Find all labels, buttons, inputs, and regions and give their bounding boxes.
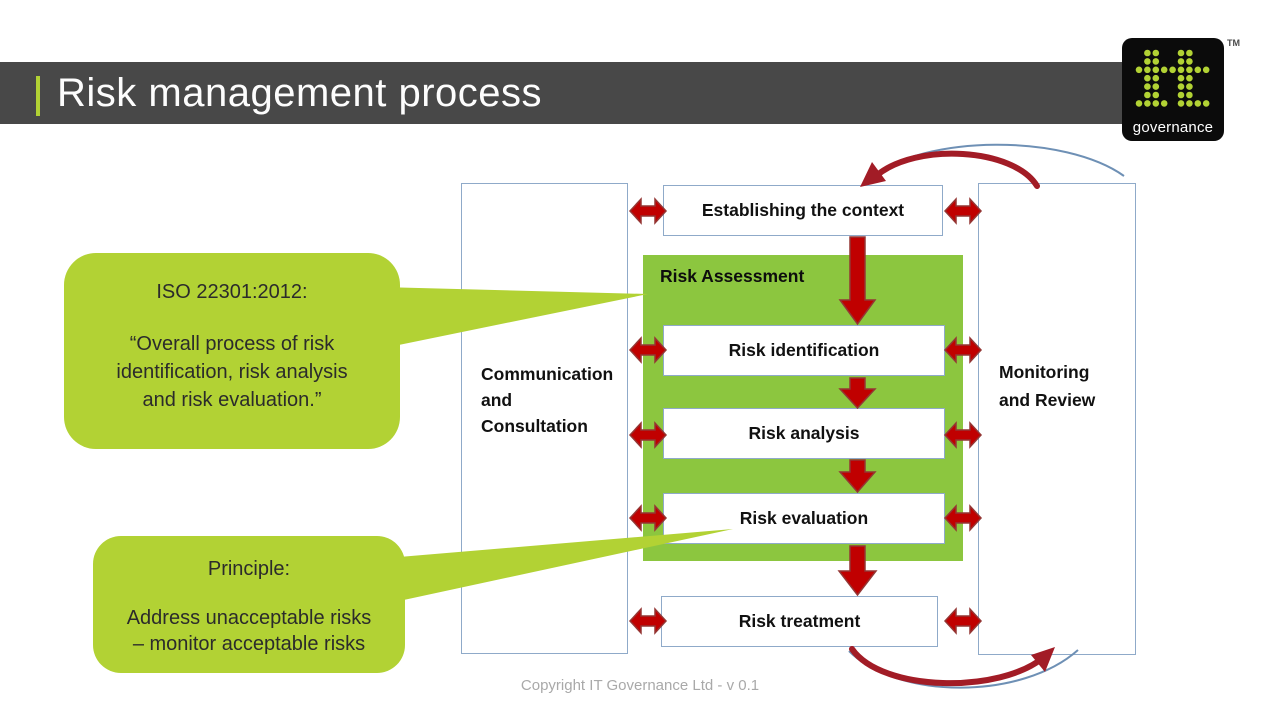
iso-callout-title: ISO 22301:2012: [156,281,308,303]
curved-arrow-icon [869,143,1125,179]
iso-callout: ISO 22301:2012: “Overall process of risk… [64,253,400,449]
communication-line: Communication [481,364,614,384]
risk-evaluation-label: Risk evaluation [739,508,869,528]
it-logo-dots-icon [1135,49,1210,107]
risk-evaluation-box: Risk evaluation [663,493,945,544]
curved-arrow-icon [873,150,1040,189]
principle-callout-title: Principle: [207,558,291,580]
principle-callout-line: – monitor acceptable risks [132,633,366,655]
communication-consultation-label: Communication and Consultation [481,361,613,439]
risk-analysis-label: Risk analysis [748,423,860,443]
trademark-symbol: TM [1227,38,1240,48]
monitoring-line: Monitoring [999,362,1090,382]
it-governance-logo: governance [1122,38,1224,141]
risk-assessment-label: Risk Assessment [660,266,805,286]
risk-treatment-box: Risk treatment [661,596,938,647]
communication-line: and [481,390,513,410]
risk-identification-label: Risk identification [728,340,880,360]
risk-treatment-label: Risk treatment [738,611,861,631]
iso-callout-line: “Overall process of risk [129,333,335,355]
monitoring-review-label: Monitoring and Review [999,358,1095,414]
double-arrow-icon [944,608,982,634]
title-bar: Risk management process [0,62,1224,124]
communication-line: Consultation [481,416,588,436]
iso-callout-line: identification, risk analysis [116,361,348,383]
establishing-context-box: Establishing the context [663,185,943,236]
double-arrow-icon [944,198,982,224]
risk-identification-box: Risk identification [663,325,945,376]
curved-arrow-icon [860,162,886,187]
principle-callout-line: Address unacceptable risks [126,607,372,629]
title-accent-bar [36,76,40,116]
establishing-context-label: Establishing the context [701,200,905,220]
page-title: Risk management process [57,71,543,115]
iso-callout-line: and risk evaluation.” [142,389,322,411]
double-arrow-icon [629,198,667,224]
monitoring-review-box [978,183,1136,655]
risk-analysis-box: Risk analysis [663,408,945,459]
logo-wordmark: governance [1132,119,1214,136]
copyright-text: Copyright IT Governance Ltd - v 0.1 [520,677,760,694]
monitoring-line: and Review [999,390,1096,410]
principle-callout: Principle: Address unacceptable risks – … [93,536,405,673]
